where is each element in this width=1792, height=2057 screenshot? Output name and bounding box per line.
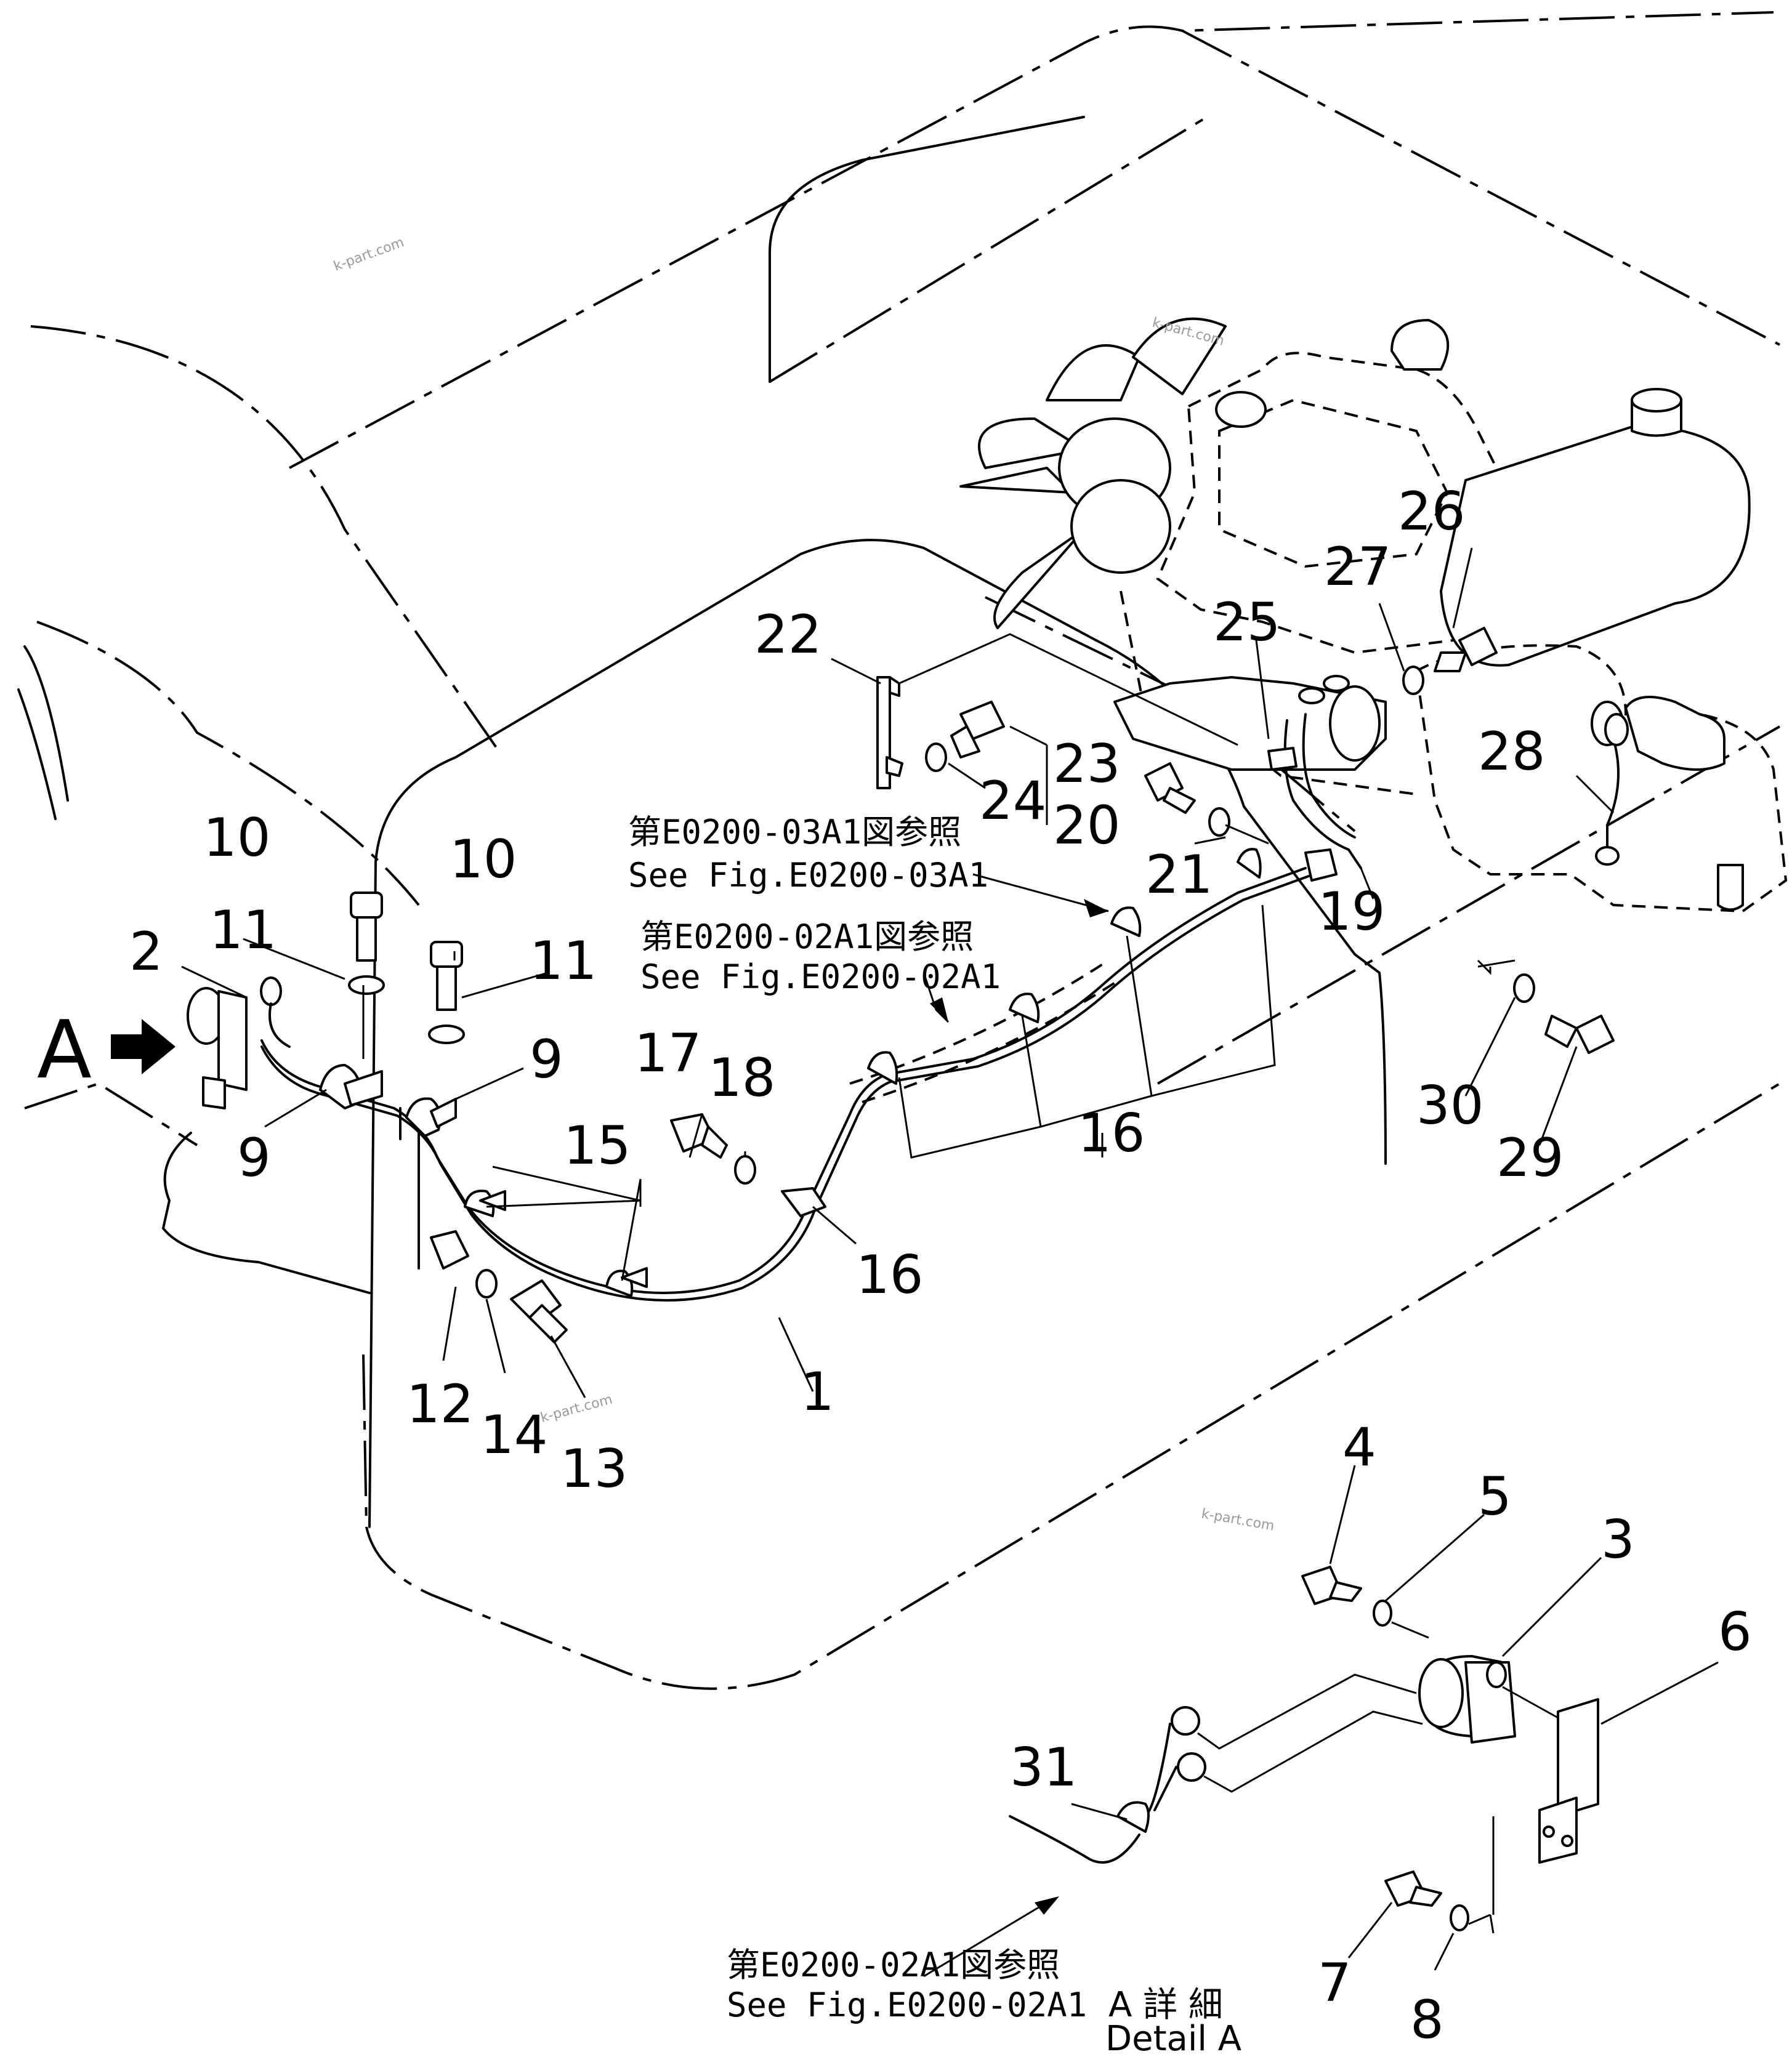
ref-note-3-jp: 第E0200-02A1図参照 [727,1946,1060,1984]
callout-9-right: 9 [530,1029,563,1090]
callout-27: 27 [1324,536,1391,598]
callout-10-right: 10 [450,829,517,890]
callout-14: 14 [480,1404,547,1466]
ref-note-2-en: See Fig.E0200-02A1 [640,957,1001,996]
callout-19: 19 [1318,881,1385,943]
callout-16-lower: 16 [856,1244,923,1306]
callout-5: 5 [1478,1466,1512,1528]
watermark: k-part.com [1200,1506,1275,1534]
detail-a-label-en: Detail A [1105,2019,1241,2057]
callout-23: 23 [1053,733,1120,795]
callout-2: 2 [129,921,163,983]
callout-17: 17 [634,1023,701,1084]
callout-25: 25 [1213,592,1280,653]
callout-11-left: 11 [209,900,276,961]
callout-28: 28 [1478,721,1545,783]
callout-6: 6 [1718,1601,1752,1663]
callout-numbers: 1 2 3 4 5 6 7 8 9 9 10 10 11 11 12 13 14… [129,481,1752,2051]
fasteners [348,627,1615,1343]
callout-7: 7 [1318,1952,1352,2014]
callout-1: 1 [801,1361,834,1423]
callout-30: 30 [1416,1075,1483,1137]
reference-arrows [922,873,1109,1978]
clamps [319,676,1338,1297]
watermark: k-part.com [332,235,406,274]
callout-9-left: 9 [237,1127,271,1189]
ref-note-2-jp: 第E0200-02A1図参照 [640,917,974,956]
callout-26: 26 [1398,481,1465,542]
callout-24: 24 [979,770,1046,832]
ref-note-1-en: See Fig.E0200-03A1 [628,856,988,895]
callout-12: 12 [406,1374,474,1435]
ref-note-3-en: See Fig.E0200-02A1 [727,1986,1087,2024]
callout-13: 13 [560,1438,628,1500]
engine-assembly [959,317,1788,913]
view-a-arrow [111,1019,176,1074]
callout-11-right: 11 [530,930,597,992]
detail-a-assembly [1009,1566,1599,1931]
callout-21: 21 [1145,844,1213,906]
callout-18: 18 [708,1047,775,1109]
leader-lines [181,547,1719,1971]
callout-8: 8 [1410,1989,1444,2051]
callout-31: 31 [1010,1737,1077,1798]
callout-20: 20 [1053,795,1120,856]
callout-3: 3 [1601,1509,1635,1571]
callout-10-left: 10 [203,807,270,869]
callout-29: 29 [1496,1127,1564,1189]
watermark: k-part.com [539,1392,614,1426]
view-a-label: A [37,1003,92,1097]
reference-notes: 第E0200-03A1図参照 See Fig.E0200-03A1 第E0200… [628,813,1087,2024]
callout-15: 15 [563,1115,631,1177]
ref-note-1-jp: 第E0200-03A1図参照 [628,813,961,851]
callout-22: 22 [754,604,821,666]
callout-4: 4 [1342,1417,1376,1478]
detail-a-label-jp: A 詳 細 [1108,1985,1223,2025]
horn-assembly-view [187,976,291,1109]
callout-16-upper: 16 [1078,1103,1145,1164]
detail-a-caption: A 詳 細 Detail A [1105,1985,1241,2057]
